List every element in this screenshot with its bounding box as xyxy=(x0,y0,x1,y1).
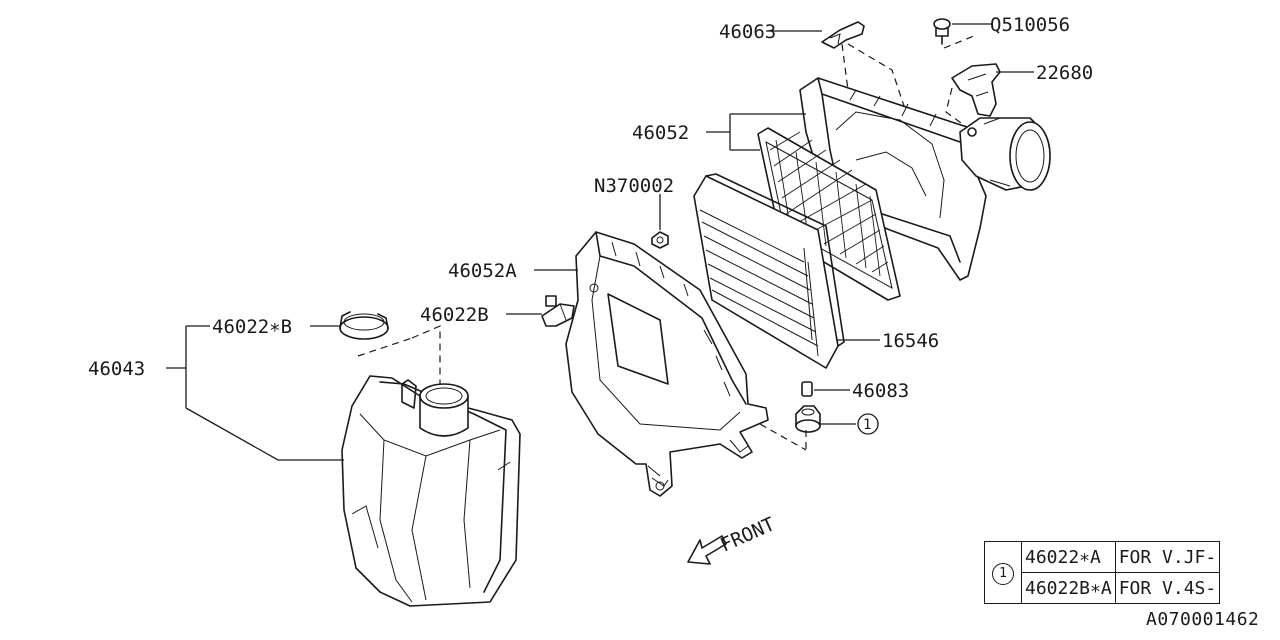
fitting-46022B-part xyxy=(541,295,575,327)
filter-element-16546-part xyxy=(693,173,845,369)
dashed-guide-22680 xyxy=(943,35,975,129)
diagram-id: A070001462 xyxy=(1146,609,1260,630)
lower-case-46052A-part xyxy=(565,231,769,497)
sensor-22680-part xyxy=(951,63,1001,117)
front-label: FRONT xyxy=(717,513,778,556)
ref-marker-1: 1 xyxy=(857,413,879,435)
table-ref-marker: 1 xyxy=(992,562,1014,585)
label-16546: 16546 xyxy=(882,330,939,352)
clamp-46022xB-part xyxy=(339,311,389,340)
table-row: 1 46022∗A FOR V.JF- xyxy=(984,541,1221,604)
dashed-guide-clamp xyxy=(357,325,441,394)
resonator-46043-part xyxy=(341,375,521,607)
dashed-guide-grommet xyxy=(759,423,807,451)
label-46083: 46083 xyxy=(852,380,909,402)
table-ref-cell: 1 xyxy=(984,541,1022,604)
label-46063: 46063 xyxy=(719,21,776,43)
bolt-q510056-part xyxy=(933,18,951,45)
variant-table: 1 46022∗A FOR V.JF- 46022B∗A FOR V.4S- xyxy=(984,541,1221,604)
grommet-part xyxy=(795,405,821,433)
clip-46063-part xyxy=(821,21,865,49)
label-q510056: Q510056 xyxy=(990,14,1070,36)
label-46022B: 46022B xyxy=(420,304,489,326)
ref-marker-1-text: 1 xyxy=(863,417,871,433)
label-46052A: 46052A xyxy=(448,260,517,282)
dashed-guide-46063 xyxy=(841,43,913,131)
table-applicability: FOR V.4S- xyxy=(1114,572,1221,604)
table-row: 46022B∗A FOR V.4S- xyxy=(985,572,1221,604)
mesh-gasket-part xyxy=(757,127,901,301)
upper-case-46052-part xyxy=(799,77,1051,281)
leader-46043 xyxy=(166,325,344,461)
collar-46083-part xyxy=(801,381,813,397)
table-part-number: 46022∗A xyxy=(1021,541,1116,573)
nut-n370002-part xyxy=(651,194,669,249)
leader-46052 xyxy=(706,113,806,151)
label-46043: 46043 xyxy=(88,358,145,380)
table-part-number: 46022B∗A xyxy=(1021,572,1116,604)
table-applicability: FOR V.JF- xyxy=(1114,541,1221,573)
label-22680: 22680 xyxy=(1036,62,1093,84)
label-46052: 46052 xyxy=(632,122,689,144)
label-46022xB: 46022∗B xyxy=(212,316,292,338)
label-n370002: N370002 xyxy=(594,175,674,197)
front-arrow: FRONT xyxy=(687,513,778,565)
